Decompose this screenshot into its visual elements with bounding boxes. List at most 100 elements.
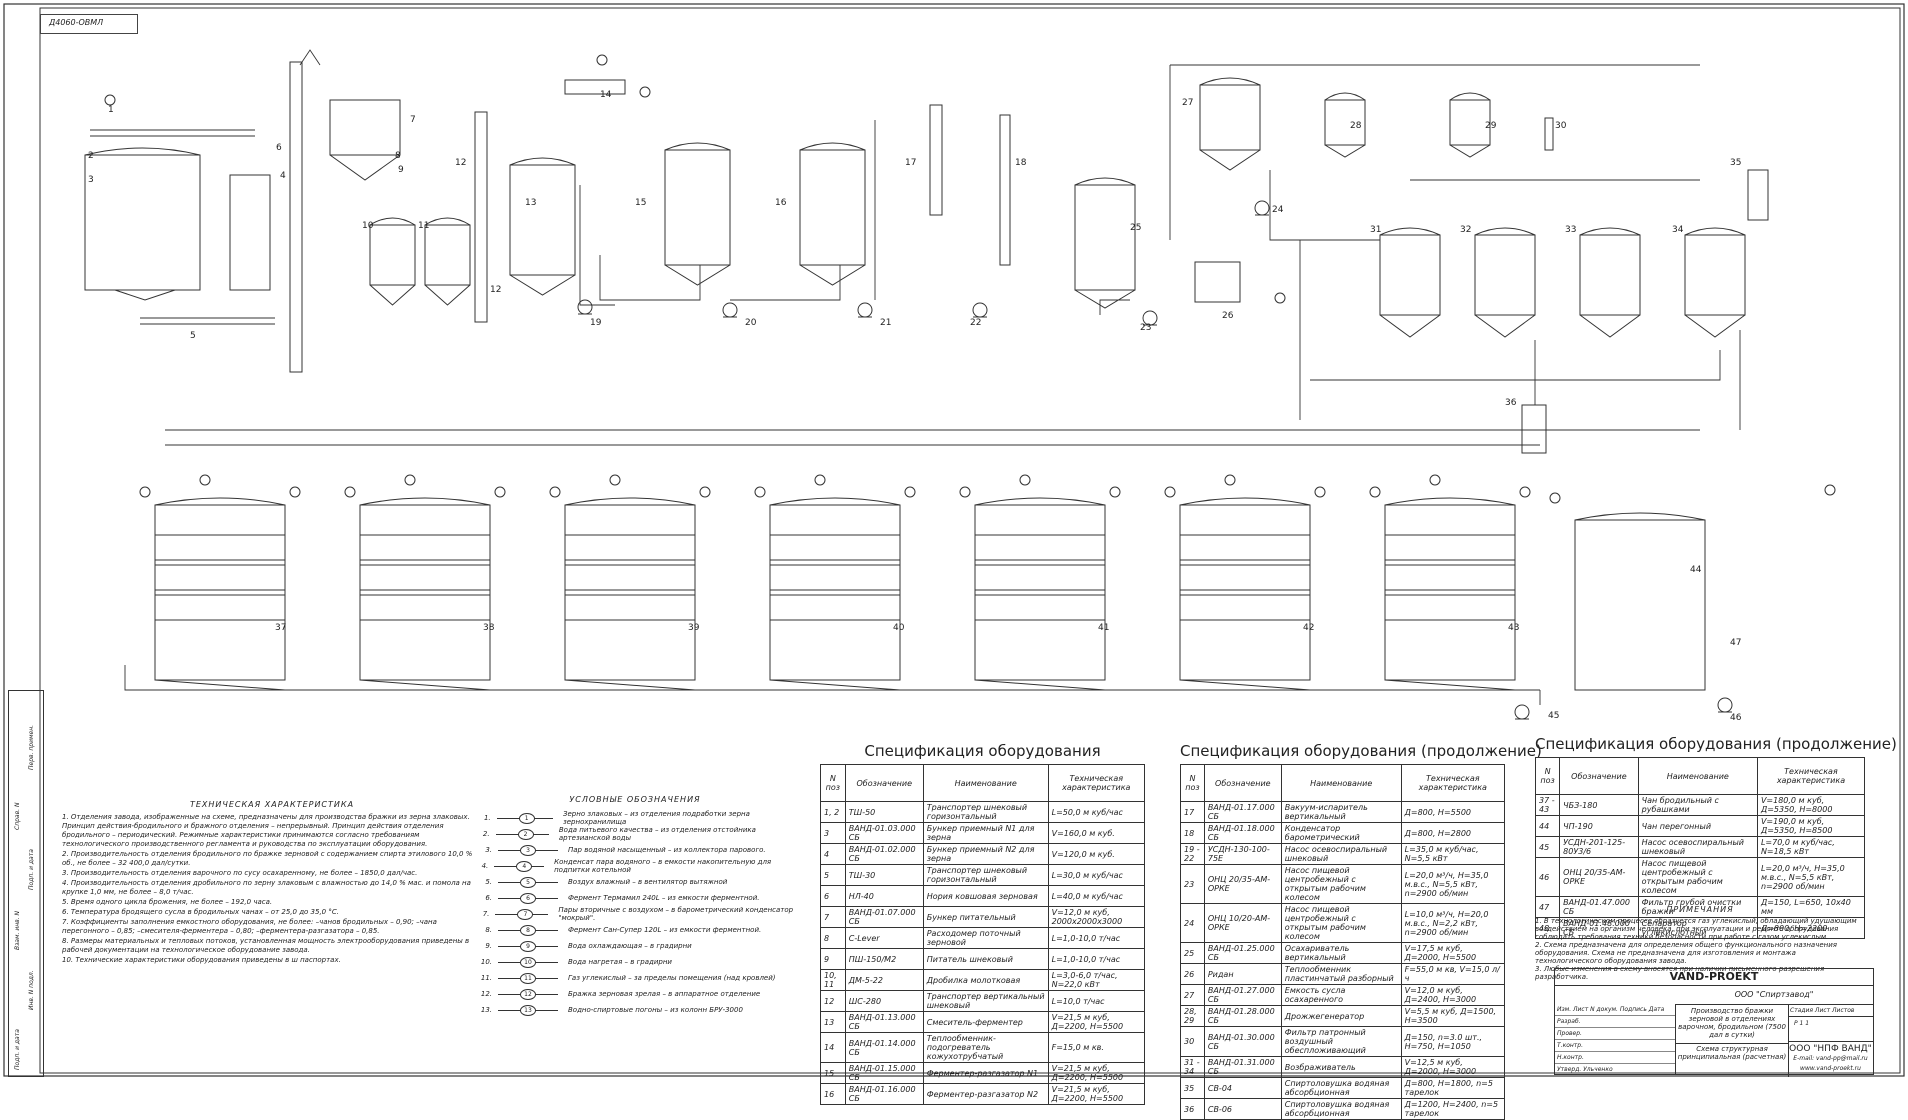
line-25 [1099, 299, 1130, 315]
equipment-tag: 25 [1130, 223, 1141, 233]
fermentation-vat [359, 504, 491, 681]
vat-bottom [974, 679, 1106, 691]
equipment-tag: 29 [1485, 121, 1497, 131]
vat-bottom [359, 679, 491, 691]
equipment-tag: 17 [905, 158, 916, 168]
equipment-tag: 19 [590, 318, 602, 328]
equipment-tag: 24 [1272, 205, 1284, 215]
tech-item: 6. Температура бродящего сусла в бродиль… [62, 908, 339, 916]
tech-item: 3. Производительность отделения варочног… [62, 869, 418, 877]
vessel-cone [1074, 289, 1136, 309]
cooling-jacket [359, 534, 491, 561]
spec-cell: 28, 29 [1180, 1005, 1205, 1027]
signature-row: Т.контр. [1555, 1040, 1675, 1052]
spec-cell: ВАНД-01.07.000 СБ [844, 906, 924, 928]
spec-cell: ВАНД-01.30.000 СБ [1203, 1026, 1282, 1057]
spec-header-cell: Обозначение [844, 764, 924, 802]
legend-code: 9 [520, 941, 536, 952]
spec-cell: ЧП-190 [1559, 815, 1639, 837]
legend-line-symbol: 11 [498, 973, 558, 984]
tech-item: 8. Размеры материальных и тепловых поток… [62, 937, 470, 954]
spec-cell: Д=1200, Н=2400, n=5 тарелок [1400, 1098, 1506, 1120]
spec-cell: L=30,0 м куб/час [1047, 864, 1146, 886]
spec-header-cell: N поз [820, 764, 846, 802]
cooling-jacket [564, 534, 696, 561]
instrument-circle [199, 474, 211, 486]
tech-item: 4. Производительность отделения дробильн… [62, 879, 471, 896]
spec-cell: 35 [1180, 1077, 1205, 1099]
spec-cell: Емкость сусла осахаренного [1280, 984, 1402, 1006]
pump-symbol [1514, 704, 1530, 720]
instrument-circle [904, 486, 916, 498]
signature-row: Провер. [1555, 1028, 1675, 1040]
spec-cell: 26 [1180, 963, 1205, 985]
spec-cell: Насос осевоспиральный шнековый [1280, 843, 1402, 865]
vessel-dome [1449, 92, 1491, 101]
legend-number: 11. [480, 974, 492, 982]
fermentation-vat [974, 504, 1106, 681]
equipment-tag: 44 [1690, 565, 1702, 575]
mixer-fermenter-13 [509, 164, 576, 276]
fermentation-vat [1384, 504, 1516, 681]
spec-cell: ВАНД-01.03.000 СБ [844, 822, 924, 844]
vat-bottom [564, 679, 696, 691]
spec-cell: ВАНД-01.31.000 СБ [1203, 1056, 1282, 1078]
spec-cell: L=1,0-10,0 т/час [1047, 948, 1146, 970]
spec-cell: Д=800, Н=2200 [1756, 917, 1866, 939]
legend-number: 2. [482, 830, 490, 838]
fermenter-starter [1684, 234, 1746, 316]
spec-cell: V=180,0 м куб, Д=5350, Н=8000 [1756, 794, 1866, 816]
barometric-condenser-18 [999, 114, 1011, 266]
legend-text: Пар водяной насыщенный – из коллектора п… [568, 846, 766, 854]
cooling-jacket [1179, 594, 1311, 621]
vacuum-evaporator-17 [929, 104, 943, 216]
vessel-cone [799, 264, 866, 286]
instrument-circle [1109, 486, 1121, 498]
legend-code: 1 [518, 813, 535, 824]
spec-cell: ВАНД-01.25.000 СБ [1203, 942, 1282, 964]
equipment-tag: 22 [970, 318, 981, 328]
instrument-circle [404, 474, 416, 486]
notes: ПРИМЕЧАНИЯ 1. В технологическом процессе… [1535, 905, 1865, 981]
note-item: 2. Схема предназначена для определения о… [1535, 941, 1837, 965]
fermentation-vat [1179, 504, 1311, 681]
instrument-circle [1549, 492, 1561, 504]
sheet-values: Р 1 1 [1794, 1020, 1810, 1027]
spec-cell: ВАНД-01.15.000 СБ [844, 1062, 924, 1084]
spec-cell: Бункер приемный N2 для зерна [922, 843, 1049, 865]
equipment-tag: 4 [280, 171, 286, 181]
legend-number: 6. [485, 894, 492, 902]
spec-cell: 48 [1534, 917, 1561, 939]
side-label: Инв. N подл. [28, 970, 35, 1010]
spec-cell: Ферментер-разгазатор N1 [922, 1062, 1049, 1084]
fermenter-starter [1474, 234, 1536, 316]
equipment-tag: 3 [88, 175, 94, 185]
cooling-jacket [359, 594, 491, 621]
spec-cell: Ферментер-разгазатор N2 [922, 1083, 1049, 1105]
line-13 [579, 185, 615, 306]
spec-cell: 3 [820, 822, 846, 844]
legend-number: 7. [482, 910, 490, 918]
legend-text: Конденсат пара водяного – в емкости нако… [554, 858, 772, 874]
legend-number: 13. [480, 1006, 492, 1014]
spec-cell: Дрожжегенератор [1280, 1005, 1402, 1027]
spec-cell: Транспортер шнековый горизонтальный [922, 864, 1049, 886]
spec-cell: ВАНД-01.13.000 СБ [844, 1011, 924, 1033]
side-label: Перв. примен. [28, 724, 35, 770]
legend-number: 3. [485, 846, 492, 854]
vessel-dome [1199, 77, 1261, 86]
equipment-tag: 1 [108, 105, 114, 115]
cooling-jacket [769, 594, 901, 621]
note-item: 1. В технологическом процессе образуется… [1535, 917, 1857, 941]
vessel-cone [509, 274, 576, 296]
cooling-jacket [1384, 594, 1516, 621]
legend-text: Фермент Сан-Супер 120L – из емкости ферм… [568, 926, 762, 934]
spec-cell: Питатель шнековый [922, 948, 1049, 970]
